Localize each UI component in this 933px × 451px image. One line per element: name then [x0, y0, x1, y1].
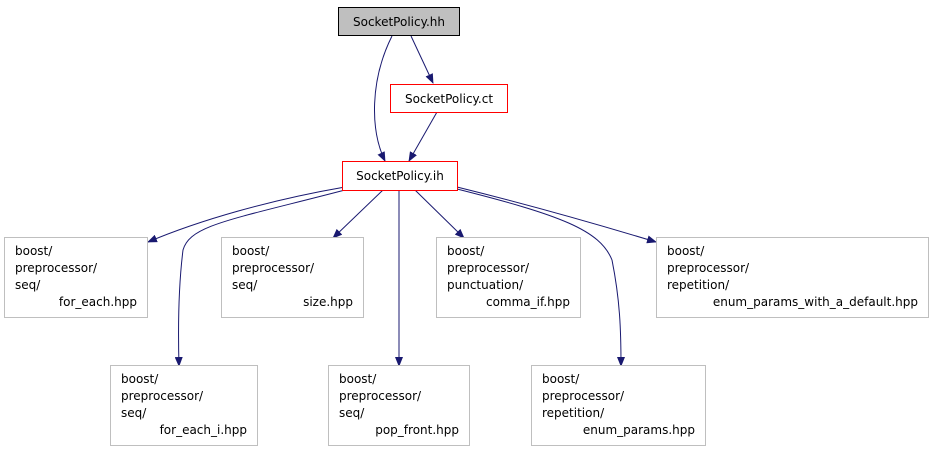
path-line: boost/ — [667, 244, 705, 258]
path-line: boost/ — [339, 372, 377, 386]
file-name: comma_if.hpp — [485, 295, 570, 309]
node-pop-front-hpp: boost/ preprocessor/ seq/ pop_front.hpp — [328, 365, 470, 446]
node-enum-params-hpp: boost/ preprocessor/ repetition/ enum_pa… — [531, 365, 706, 446]
path-line: boost/ — [542, 372, 580, 386]
path-line: boost/ — [447, 244, 485, 258]
path-line: boost/ — [232, 244, 270, 258]
path-line: boost/ — [15, 244, 53, 258]
node-label: SocketPolicy.ct — [404, 91, 494, 106]
path-line: repetition/ — [667, 278, 730, 292]
edge-ih-to-for-each — [147, 186, 346, 243]
path-line: boost/ — [121, 372, 159, 386]
edge-hh-to-ih — [374, 35, 393, 162]
path-line: punctuation/ — [447, 278, 524, 292]
file-name: for_each_i.hpp — [159, 423, 247, 437]
edge-ih-to-comma-if — [414, 189, 465, 239]
node-for-each-i-hpp: boost/ preprocessor/ seq/ for_each_i.hpp — [110, 365, 258, 446]
file-name: for_each.hpp — [58, 295, 137, 309]
node-label: SocketPolicy.ih — [356, 169, 444, 183]
path-line: seq/ — [339, 406, 365, 420]
node-socketpolicy-ih[interactable]: SocketPolicy.ih — [342, 161, 458, 191]
file-name: enum_params.hpp — [582, 423, 695, 437]
file-name: enum_params_with_a_default.hpp — [712, 295, 918, 309]
node-size-hpp: boost/ preprocessor/ seq/ size.hpp — [221, 237, 364, 318]
path-line: preprocessor/ — [232, 261, 315, 275]
path-line: seq/ — [15, 278, 41, 292]
edge-ct-to-ih — [408, 111, 438, 162]
edge-ih-to-size — [332, 189, 384, 239]
edge-hh-to-ct — [410, 35, 434, 84]
path-line: preprocessor/ — [15, 261, 98, 275]
node-enum-params-with-a-default-hpp: boost/ preprocessor/ repetition/ enum_pa… — [656, 237, 929, 318]
node-socketpolicy-hh: SocketPolicy.hh — [338, 7, 460, 36]
path-line: preprocessor/ — [542, 389, 625, 403]
edge-ih-to-for-each-i — [174, 189, 346, 367]
path-line: seq/ — [121, 406, 147, 420]
node-comma-if-hpp: boost/ preprocessor/ punctuation/ comma_… — [436, 237, 581, 318]
edge-ih-to-enum-params-with-a-default — [456, 186, 657, 244]
path-line: preprocessor/ — [447, 261, 530, 275]
path-line: preprocessor/ — [121, 389, 204, 403]
path-line: preprocessor/ — [667, 261, 750, 275]
file-name: size.hpp — [303, 295, 353, 309]
edge-ih-to-enum-params — [456, 188, 625, 367]
path-line: seq/ — [232, 278, 258, 292]
node-socketpolicy-ct[interactable]: SocketPolicy.ct — [390, 84, 508, 113]
node-label: SocketPolicy.hh — [353, 14, 445, 29]
path-line: repetition/ — [542, 406, 605, 420]
file-name: pop_front.hpp — [375, 423, 459, 437]
path-line: preprocessor/ — [339, 389, 422, 403]
node-for-each-hpp: boost/ preprocessor/ seq/ for_each.hpp — [4, 237, 148, 318]
